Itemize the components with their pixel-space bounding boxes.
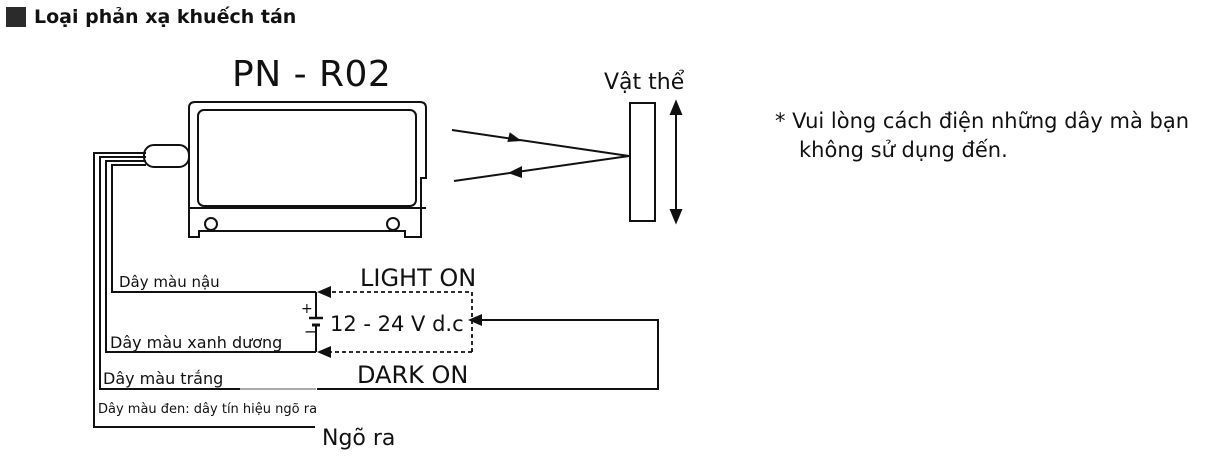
section-header: Loại phản xạ khuếch tán bbox=[6, 6, 296, 28]
load-arrow-top-icon bbox=[317, 286, 331, 298]
loop-arrow-icon bbox=[468, 314, 482, 326]
black-wire-label: Dây màu đen: dây tín hiệu ngõ ra bbox=[98, 402, 318, 417]
insulation-note: * Vui lòng cách điện những dây mà bạn kh… bbox=[775, 107, 1215, 165]
blue-wire-label: Dây màu xanh dương bbox=[110, 333, 283, 352]
power-supply bbox=[309, 292, 323, 352]
light-beams bbox=[451, 129, 630, 182]
supply-voltage: 12 - 24 V d.c bbox=[330, 312, 464, 336]
sensor-model: PN - R02 bbox=[232, 54, 392, 95]
output-loop bbox=[317, 319, 659, 390]
sensor-cables bbox=[93, 152, 316, 428]
output-label: Ngõ ra bbox=[322, 426, 396, 451]
load-dashed bbox=[325, 291, 473, 353]
target-object bbox=[629, 102, 656, 222]
beam-arrow-back-icon bbox=[508, 166, 522, 178]
beam-arrow-out-icon bbox=[507, 132, 522, 142]
section-title: Loại phản xạ khuếch tán bbox=[34, 6, 297, 28]
supply-plus: + bbox=[301, 301, 313, 317]
header-square-icon bbox=[6, 7, 26, 27]
brown-wire-label: Dây màu nậu bbox=[119, 273, 220, 291]
note-line-1: * Vui lòng cách điện những dây mà bạn bbox=[775, 109, 1190, 133]
supply-minus: − bbox=[304, 322, 317, 341]
sensor-body bbox=[143, 101, 427, 238]
white-wire-label: Dây màu trắng bbox=[103, 369, 224, 388]
movement-arrow-icon bbox=[669, 99, 683, 225]
load-arrow-bottom-icon bbox=[317, 346, 331, 358]
light-on-label: LIGHT ON bbox=[360, 264, 477, 292]
note-line-2: không sử dụng đến. bbox=[799, 138, 1008, 162]
object-label: Vật thể bbox=[604, 70, 685, 95]
dark-on-label: DARK ON bbox=[357, 361, 469, 389]
